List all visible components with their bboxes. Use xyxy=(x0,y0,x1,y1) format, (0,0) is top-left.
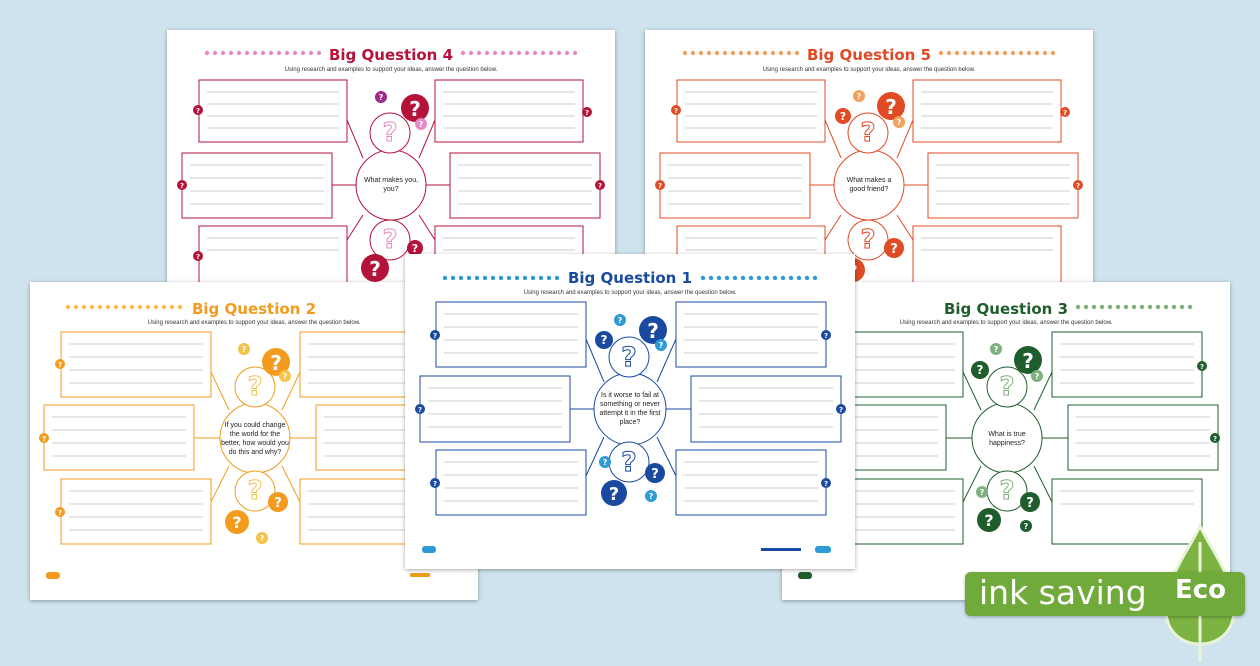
svg-text:?: ? xyxy=(58,509,62,517)
svg-text:?: ? xyxy=(857,92,862,101)
worksheet-q3-question: What is true happiness? xyxy=(988,431,1026,447)
svg-text:?: ? xyxy=(1026,496,1034,511)
svg-text:?: ? xyxy=(840,110,846,123)
svg-text:?: ? xyxy=(860,225,875,255)
worksheet-q2-artwork: ? ? ? ? ? ? ? ? ? ? ? xyxy=(39,304,467,579)
svg-text:?: ? xyxy=(1035,372,1040,381)
worksheet-q4: ? ? ? ? ? ? ? ? ? ? ? ? Big Question 4 U… xyxy=(167,30,615,285)
svg-text:?: ? xyxy=(659,341,664,350)
svg-text:?: ? xyxy=(247,476,262,506)
svg-text:?: ? xyxy=(418,406,422,414)
worksheet-q5-artwork: ? ? ? ? ? ? ? ? ? ? ? ? xyxy=(655,50,1083,285)
svg-text:?: ? xyxy=(601,333,608,347)
svg-text:?: ? xyxy=(890,242,898,257)
svg-text:?: ? xyxy=(885,95,897,119)
svg-text:?: ? xyxy=(984,511,993,530)
worksheet-q5-subtitle: Using research and examples to support y… xyxy=(762,67,976,73)
worksheet-q1-title: Big Question 1 xyxy=(567,269,693,287)
svg-text:?: ? xyxy=(824,480,828,488)
worksheet-q4-question: What makes you, you? xyxy=(363,177,419,193)
svg-text:?: ? xyxy=(274,496,282,511)
svg-text:?: ? xyxy=(196,107,200,115)
svg-text:?: ? xyxy=(621,447,637,478)
worksheet-q5-title: Big Question 5 xyxy=(806,46,932,64)
svg-text:?: ? xyxy=(242,345,247,354)
badge-label: ink saving xyxy=(979,573,1147,612)
svg-text:?: ? xyxy=(382,225,397,255)
svg-text:?: ? xyxy=(618,316,623,325)
svg-text:?: ? xyxy=(609,484,619,505)
worksheet-q1-artwork: ? ? ? ? ? ? ? ? ? ? ? ? ? ? ? ? xyxy=(415,275,846,553)
svg-text:?: ? xyxy=(1063,109,1067,117)
svg-text:?: ? xyxy=(382,118,397,148)
svg-text:?: ? xyxy=(379,93,384,102)
svg-text:?: ? xyxy=(412,242,418,255)
worksheet-q4-title: Big Question 4 xyxy=(328,46,454,64)
svg-text:?: ? xyxy=(260,534,265,543)
ink-saving-eco-badge: ink saving Eco xyxy=(965,522,1250,662)
svg-text:?: ? xyxy=(58,361,62,369)
svg-text:?: ? xyxy=(1076,182,1080,190)
svg-text:?: ? xyxy=(433,480,437,488)
worksheet-q2: ? ? ? ? ? ? ? ? ? ? ? Big Question 2 Usi… xyxy=(30,282,478,600)
svg-text:?: ? xyxy=(433,332,437,340)
svg-text:?: ? xyxy=(283,372,288,381)
worksheet-q3-artwork: ? ? ? ? ? ? ? ? ? ? ? ? xyxy=(795,304,1220,579)
svg-text:?: ? xyxy=(247,372,262,402)
svg-text:?: ? xyxy=(999,372,1014,402)
badge-eco-label: Eco xyxy=(1174,575,1226,605)
svg-text:?: ? xyxy=(621,342,637,373)
svg-text:?: ? xyxy=(651,467,659,482)
svg-text:?: ? xyxy=(42,435,46,443)
worksheet-q1-subtitle: Using research and examples to support y… xyxy=(523,290,737,296)
svg-text:?: ? xyxy=(180,182,184,190)
svg-text:?: ? xyxy=(994,345,999,354)
svg-text:?: ? xyxy=(839,406,843,414)
worksheet-q5: ? ? ? ? ? ? ? ? ? ? ? ? Big Question 5 U… xyxy=(645,30,1093,285)
worksheet-q2-subtitle: Using research and examples to support y… xyxy=(147,320,361,326)
worksheet-q3: ? ? ? ? ? ? ? ? ? ? ? ? Big Question 3 U… xyxy=(782,282,1230,600)
svg-text:?: ? xyxy=(419,120,424,129)
svg-text:?: ? xyxy=(649,492,654,501)
svg-text:?: ? xyxy=(647,319,659,343)
worksheet-q5-question: What makes a good friend? xyxy=(846,177,892,193)
svg-text:?: ? xyxy=(1024,522,1029,531)
svg-text:?: ? xyxy=(603,458,608,467)
svg-text:?: ? xyxy=(270,351,282,375)
svg-text:?: ? xyxy=(196,253,200,261)
svg-text:?: ? xyxy=(977,363,984,377)
svg-text:?: ? xyxy=(897,118,902,127)
worksheet-q3-title: Big Question 3 xyxy=(943,300,1069,318)
worksheet-q1: ? ? ? ? ? ? ? ? ? ? ? ? ? ? ? ? Big Ques… xyxy=(405,254,855,569)
svg-text:?: ? xyxy=(999,476,1014,506)
worksheet-q2-question: If you could change the world for the be… xyxy=(221,422,289,456)
svg-text:?: ? xyxy=(824,332,828,340)
svg-text:?: ? xyxy=(598,182,602,190)
svg-text:?: ? xyxy=(674,107,678,115)
worksheet-q1-question: Is it worse to fail at something or neve… xyxy=(599,392,661,426)
svg-text:?: ? xyxy=(1022,349,1034,373)
badge-background xyxy=(965,572,1245,616)
worksheet-q2-title: Big Question 2 xyxy=(191,300,317,318)
svg-text:?: ? xyxy=(409,97,421,121)
worksheet-q3-subtitle: Using research and examples to support y… xyxy=(899,320,1113,326)
svg-text:?: ? xyxy=(369,257,381,281)
svg-text:?: ? xyxy=(1200,363,1204,371)
worksheet-q4-subtitle: Using research and examples to support y… xyxy=(284,67,498,73)
svg-text:?: ? xyxy=(585,109,589,117)
svg-text:?: ? xyxy=(1213,435,1217,443)
svg-text:?: ? xyxy=(860,118,875,148)
svg-text:?: ? xyxy=(980,488,985,497)
svg-text:?: ? xyxy=(232,513,241,532)
svg-text:?: ? xyxy=(658,182,662,190)
